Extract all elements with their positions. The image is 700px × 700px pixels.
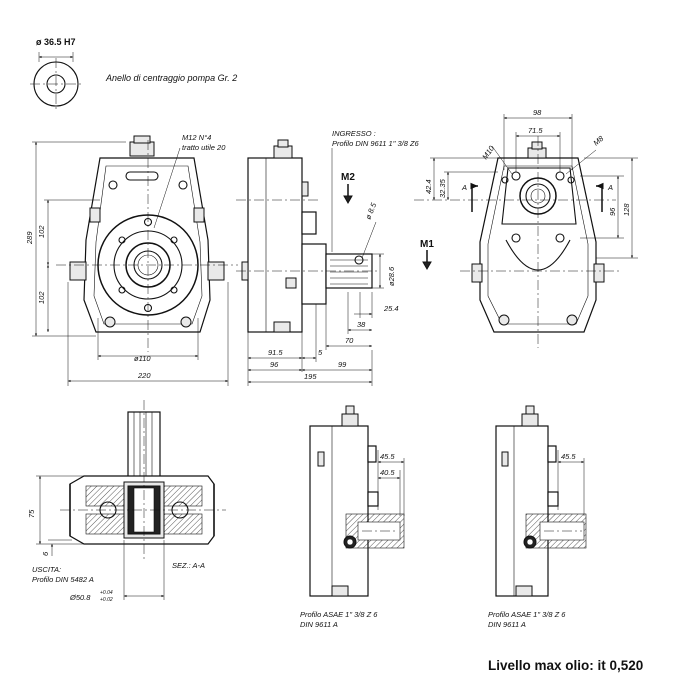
- marker-m2: M2: [341, 172, 355, 183]
- bolt-note-2: tratto utile 20: [182, 143, 226, 152]
- section-marker-right: A: [607, 183, 613, 192]
- bolt-note-1: M12 N°4: [182, 133, 211, 142]
- bore-tolerance-lower: +0.02: [100, 597, 113, 603]
- dim-42-4: 42.4: [424, 179, 433, 194]
- side-view: [236, 139, 380, 333]
- rear-view: [414, 136, 620, 348]
- dim-32-35: 32.35: [438, 178, 447, 198]
- dim-96: 96: [270, 360, 279, 369]
- dim-71-5: 71.5: [528, 126, 543, 135]
- dim-91-5: 91.5: [268, 348, 283, 357]
- dim-upper-102: 102: [37, 225, 46, 238]
- marker-m1-arrow: [422, 250, 432, 271]
- v2-caption-2: DIN 9611 A: [488, 620, 526, 629]
- dim-width-220: 220: [137, 371, 151, 380]
- section-marker-left: A: [461, 183, 467, 192]
- front-view-dimensions: [32, 141, 229, 386]
- output-profile: Profilo DIN 5482 A: [32, 575, 94, 584]
- dim-195: 195: [304, 372, 317, 381]
- section-label: SEZ.: A-A: [172, 561, 205, 570]
- front-view: [56, 135, 238, 352]
- dim-98: 98: [533, 108, 542, 117]
- bore-dimension: Ø50.8: [69, 593, 91, 602]
- centering-ring: [30, 52, 82, 110]
- ring-caption: Anello di centraggio pompa Gr. 2: [105, 73, 237, 83]
- thread-m10: M10: [480, 143, 496, 161]
- dim-hole-8-5: ø 8.5: [364, 201, 379, 221]
- marker-m1: M1: [420, 239, 434, 250]
- dim-70: 70: [345, 336, 354, 345]
- v2-caption-1: Profilo ASAE 1" 3/8 Z 6: [488, 610, 566, 619]
- v2-dim-45-5: 45.5: [561, 452, 576, 461]
- v1-dim-40-5: 40.5: [380, 468, 395, 477]
- dim-6: 6: [41, 551, 50, 556]
- v1-caption-2: DIN 9611 A: [300, 620, 338, 629]
- variant-2-view: [495, 405, 587, 597]
- oil-level-note: Livello max olio: it 0,520: [488, 658, 643, 673]
- dim-height-289: 289: [25, 231, 34, 245]
- ring-diameter-label: ø 36.5 H7: [36, 37, 76, 47]
- dim-lower-102: 102: [37, 291, 46, 304]
- thread-m8: M8: [592, 133, 606, 147]
- dim-38: 38: [357, 320, 366, 329]
- v1-dim-45-5: 45.5: [380, 452, 395, 461]
- dim-shaft-28-6: ø28.6: [387, 266, 396, 286]
- dim-96-rear: 96: [608, 207, 617, 216]
- variant-1-view: [309, 405, 405, 597]
- input-profile: Profilo DIN 9611 1" 3/8 Z6: [332, 139, 420, 148]
- dim-25-4: 25.4: [383, 304, 399, 313]
- output-title: USCITA:: [32, 565, 61, 574]
- dim-5: 5: [318, 348, 323, 357]
- section-view: [60, 400, 226, 560]
- input-title: INGRESSO :: [332, 129, 376, 138]
- dim-75: 75: [27, 509, 36, 518]
- dim-99: 99: [338, 360, 347, 369]
- dim-128: 128: [622, 203, 631, 216]
- side-view-dimensions: [247, 221, 384, 386]
- section-dimensions: [36, 475, 165, 600]
- bore-tolerance-upper: +0.04: [100, 590, 113, 596]
- rear-view-dimensions: [430, 114, 638, 259]
- dim-pitch-110: ø110: [134, 354, 151, 363]
- v1-caption-1: Profilo ASAE 1" 3/8 Z 6: [300, 610, 378, 619]
- marker-m2-arrow: [343, 184, 353, 205]
